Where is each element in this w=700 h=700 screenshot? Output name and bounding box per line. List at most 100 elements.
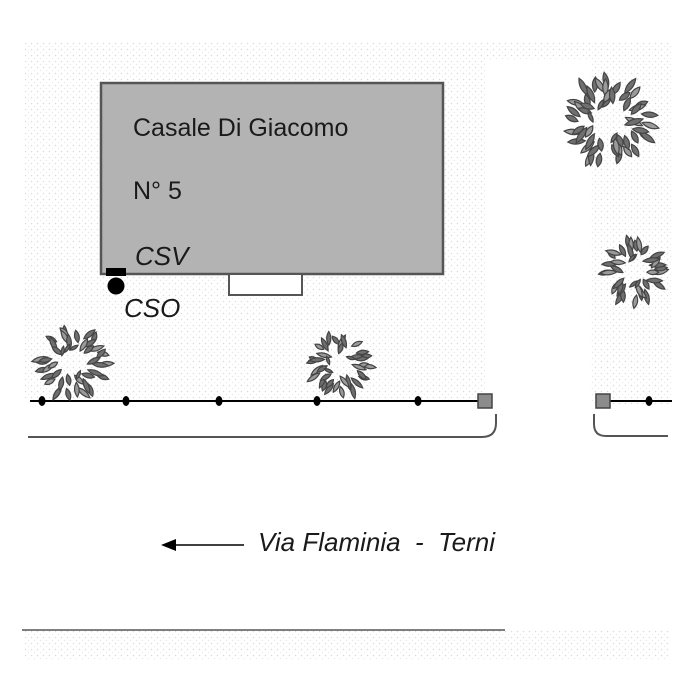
tree-leaf [76, 386, 91, 399]
tree-leaf [645, 277, 664, 284]
tree-leaf [632, 294, 639, 310]
tree-leaf [585, 132, 595, 151]
tree-leaf [623, 134, 631, 151]
tree-leaf [351, 363, 368, 371]
tree-left [30, 324, 116, 402]
tree-leaf [598, 269, 619, 276]
tree-leaf [96, 348, 106, 359]
tree-leaf [586, 144, 601, 158]
tree-leaf [641, 121, 661, 130]
tree-leaf [47, 361, 59, 369]
tree-leaf [578, 77, 588, 97]
tree-leaf [618, 91, 631, 101]
fence-post [414, 396, 422, 406]
tree-leaf [86, 356, 101, 365]
curb-right [593, 414, 668, 437]
tree-leaf [320, 336, 329, 352]
tree-leaf [630, 130, 639, 144]
tree-leaf [79, 338, 89, 353]
tree-leaf [338, 385, 345, 399]
tree-medium-right [597, 234, 670, 310]
tree-leaf [630, 143, 640, 158]
tree-leaf [350, 377, 364, 389]
csv-meter-box [106, 268, 126, 276]
tree-leaf [579, 102, 596, 110]
tree-leaf [630, 102, 642, 115]
house-building [99, 81, 445, 276]
tree-leaf [586, 84, 596, 104]
fence-post [215, 396, 223, 406]
cso-meter-marker [107, 277, 125, 295]
tree-leaf [641, 257, 661, 264]
fence-post [645, 396, 653, 406]
fence-post [122, 396, 130, 406]
tree-leaf [612, 277, 625, 290]
tree-leaf [634, 278, 641, 289]
tree-leaf [587, 110, 594, 124]
tree-leaf [43, 378, 56, 386]
house-number: N° 5 [133, 177, 182, 205]
tree-leaf [314, 343, 325, 351]
tree-leaf [64, 343, 71, 354]
tree-leaf [610, 132, 618, 144]
tree-leaf [601, 98, 612, 108]
fence-post [313, 396, 321, 406]
road-label: Via Flaminia - Terni [258, 527, 496, 557]
tree-leaf [90, 361, 110, 368]
tree-leaf [65, 387, 72, 402]
tree-leaf [323, 368, 334, 374]
tree-leaf [82, 329, 96, 340]
tree-leaf [631, 127, 650, 134]
tree-leaf [564, 114, 579, 123]
curb-left [28, 414, 497, 438]
tree-leaf [595, 152, 603, 168]
tree-leaf [597, 98, 604, 111]
gate-pillar-left [477, 393, 493, 409]
tree-leaf [628, 253, 636, 263]
tree-leaf [642, 278, 650, 290]
tree-leaf [618, 243, 627, 258]
tree-large-top-right [563, 71, 661, 168]
gate-pillar-right [595, 393, 611, 409]
tree-leaf [331, 335, 340, 345]
tree-leaf [597, 137, 604, 152]
tree-leaf [337, 342, 344, 355]
tree-leaf [609, 265, 624, 274]
road-direction-arrow [161, 539, 244, 551]
tree-leaf [307, 357, 326, 363]
tree-leaf [609, 259, 627, 266]
tree-leaf [58, 376, 65, 392]
tree-leaf [623, 117, 645, 126]
tree-leaf [623, 96, 631, 112]
csv-label: CSV [135, 241, 191, 271]
fence-posts [38, 396, 653, 406]
fence-post [38, 396, 46, 406]
tree-leaf [636, 235, 643, 254]
cso-label: CSO [124, 293, 180, 323]
tree-leaf [51, 346, 63, 356]
tree-leaf [345, 355, 356, 361]
tree-leaf [639, 131, 656, 144]
tree-leaf [629, 86, 641, 100]
tree-leaf [616, 133, 624, 148]
tree-leaf [356, 369, 367, 381]
tree-leaf [325, 355, 331, 366]
tree-center [305, 330, 378, 400]
tree-leaf [350, 340, 364, 348]
tree-leaf [326, 330, 332, 347]
tree-leaf [80, 372, 96, 379]
tree-leaf [612, 136, 620, 156]
tree-leaf [640, 245, 649, 256]
tree-leaf [51, 368, 62, 379]
tree-leaf [68, 344, 80, 351]
tree-leaf [584, 124, 594, 138]
tree-leaf [332, 380, 341, 394]
tree-leaf [86, 369, 105, 377]
tree-leaf [73, 329, 80, 344]
tree-leaf [73, 381, 80, 399]
tree-leaf [75, 369, 82, 381]
tree-leaf [38, 357, 53, 363]
tree-leaf [623, 77, 637, 95]
tree-leaf [604, 249, 623, 256]
tree-leaf [339, 375, 350, 388]
